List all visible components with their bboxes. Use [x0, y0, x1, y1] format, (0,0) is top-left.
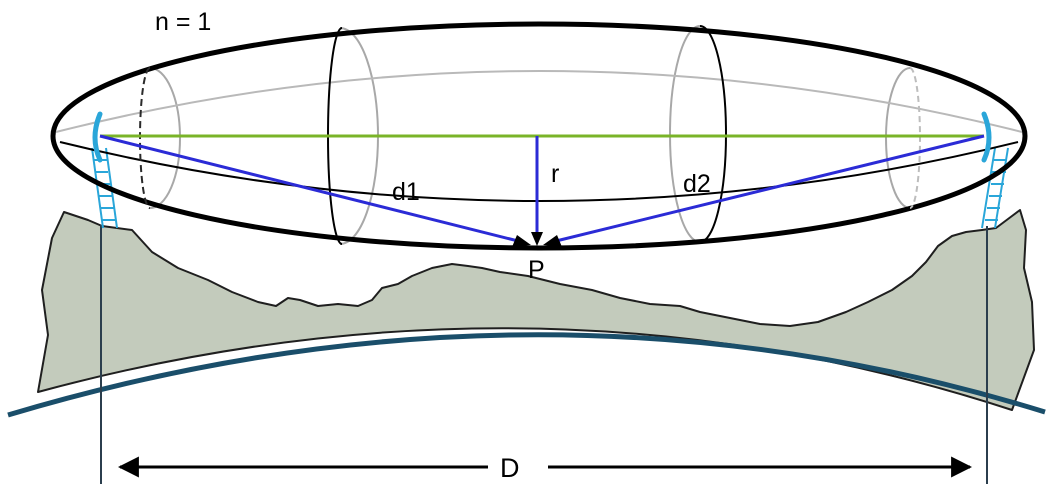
distance-label: D — [500, 453, 520, 483]
d1-path — [99, 134, 523, 244]
zone-number-label: n = 1 — [155, 8, 211, 36]
r-label: r — [551, 160, 559, 188]
d1-arrowhead — [512, 235, 531, 247]
r-arrowhead — [531, 232, 543, 246]
d2-arrowhead — [543, 235, 562, 247]
terrain — [37, 209, 1035, 411]
earth-curvature — [7, 332, 1046, 418]
ellipsoid-inner-back-edge — [55, 70, 1023, 133]
d1-label: d1 — [392, 178, 420, 206]
right-antenna-tower — [981, 147, 1009, 229]
ellipsoid-front-edge — [59, 141, 1019, 202]
d2-label: d2 — [683, 170, 711, 198]
point-label: P — [528, 256, 545, 284]
d2-path — [551, 134, 985, 244]
antenna-dish-icon — [981, 111, 992, 163]
fresnel-ellipsoid — [50, 21, 1028, 251]
antenna-dish-icon — [92, 111, 103, 163]
